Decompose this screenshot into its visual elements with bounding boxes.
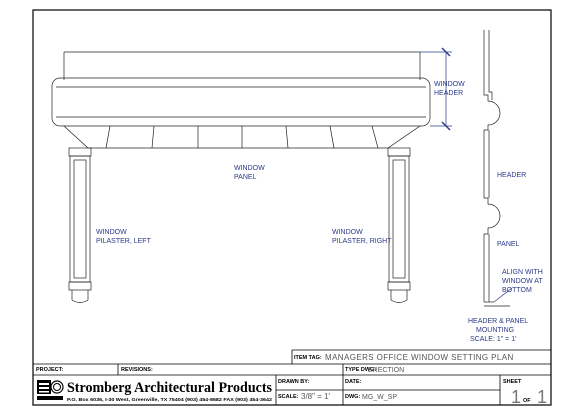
of-label: OF <box>523 398 531 404</box>
pilaster-shaft <box>69 155 91 283</box>
header-label: HEADER <box>497 172 526 179</box>
pilaster-inset <box>392 159 406 279</box>
window-panel-outline <box>63 125 421 149</box>
sheet-total: 1 <box>537 387 547 407</box>
mounting-section-profile <box>483 30 510 307</box>
window-header-band <box>51 77 431 127</box>
item-tag-value: MANAGERS OFFICE WINDOW SETTING PLAN <box>325 353 514 362</box>
left-pilaster <box>68 147 92 303</box>
pilaster-capital <box>68 147 92 157</box>
sheet-label: SHEET <box>503 379 522 385</box>
panel-label: PANEL <box>497 241 520 248</box>
drawn-by-label: DRAWN BY: <box>278 379 310 385</box>
pilaster-inset <box>73 159 87 279</box>
company-logo <box>37 380 64 400</box>
dwg-value: MG_W_SP <box>362 394 397 401</box>
title-block <box>33 349 551 405</box>
pilaster-shaft <box>388 155 410 283</box>
type-dwg-value: ERECTION <box>368 367 404 374</box>
panel-divider <box>105 125 111 149</box>
panel-divider <box>285 125 289 149</box>
front-elevation <box>51 51 431 303</box>
sheet-number: 1 <box>511 387 521 407</box>
pilaster-foot <box>390 290 408 303</box>
right-pilaster <box>387 147 411 303</box>
company-address: P.O. Box 6036, I-30 West, Greenville, TX… <box>67 397 273 402</box>
align-leader-line <box>493 287 513 303</box>
pilaster-capital <box>387 147 411 157</box>
type-dwg-label: TYPE DWG: <box>345 367 376 373</box>
pilaster-base <box>387 281 411 291</box>
header-dimension <box>420 47 452 131</box>
scale-label: SCALE: <box>278 394 299 400</box>
company-name: Stromberg Architectural Products <box>67 380 272 396</box>
date-label: DATE: <box>345 379 362 385</box>
item-tag-label: ITEM TAG: <box>294 355 322 361</box>
dwg-label: DWG: <box>345 394 360 400</box>
sheet-border <box>32 9 552 406</box>
panel-divider <box>329 125 335 149</box>
panel-divider <box>151 125 155 149</box>
pilaster-foot <box>71 290 89 303</box>
project-label: PROJECT: <box>36 367 63 373</box>
scale-value: 3/8" = 1' <box>301 392 331 401</box>
revisions-label: REVISIONS: <box>121 367 153 373</box>
pilaster-base <box>68 281 92 291</box>
panel-divider <box>371 125 379 149</box>
